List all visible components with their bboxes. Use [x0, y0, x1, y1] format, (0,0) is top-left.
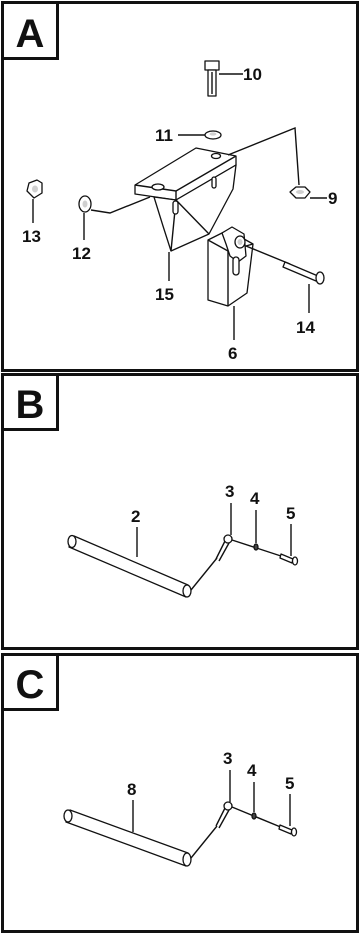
callout-3-b: 3: [225, 482, 234, 501]
clip-3-c: [215, 801, 233, 829]
washer-4-c: [251, 812, 257, 820]
panel-c-letter: C: [16, 663, 45, 707]
callout-15: 15: [155, 285, 174, 304]
bolt-10: [204, 60, 220, 97]
washer-11: [204, 130, 222, 140]
callout-5-b: 5: [286, 504, 295, 523]
washer-4-b: [253, 543, 259, 551]
leader-9-assembly: [227, 126, 300, 186]
washer-12: [78, 195, 92, 213]
pin-14: [245, 245, 325, 285]
assembly-axis-c: [231, 806, 284, 829]
panel-a-label-box: A: [1, 1, 59, 60]
assembly-line-c: [190, 825, 218, 859]
callout-6: 6: [228, 344, 237, 363]
callout-10: 10: [243, 65, 262, 84]
callout-9: 9: [328, 189, 337, 208]
panel-a-letter: A: [16, 12, 45, 56]
panel-a: A 10 11: [1, 1, 359, 372]
block-6: [207, 226, 254, 307]
nut-13: [26, 179, 43, 199]
callout-4-b: 4: [250, 489, 260, 508]
callout-8: 8: [127, 780, 136, 799]
callout-3-c: 3: [223, 749, 232, 768]
pin-5-b: [279, 553, 299, 566]
panel-b: B 2 3 4 5: [1, 373, 359, 650]
callout-13: 13: [22, 227, 41, 246]
panel-c-label-box: C: [1, 653, 59, 711]
panel-c-frame: [1, 653, 359, 933]
panel-b-frame: [1, 373, 359, 650]
bracket-15: [134, 147, 237, 252]
callout-4-c: 4: [247, 761, 257, 780]
panel-c: C 8 3 4 5: [1, 653, 359, 933]
callout-11: 11: [155, 126, 173, 145]
panel-b-label-box: B: [1, 373, 59, 431]
panel-b-letter: B: [16, 383, 45, 427]
pin-5-c: [278, 824, 298, 837]
callout-14: 14: [296, 318, 315, 337]
callout-2: 2: [131, 507, 140, 526]
callout-5-c: 5: [285, 774, 294, 793]
rod-8: [63, 809, 192, 867]
assembly-line-b: [190, 557, 218, 591]
leader-12-assembly: [90, 196, 151, 214]
clip-3-b: [215, 534, 233, 562]
callout-12: 12: [72, 244, 91, 263]
rod-2: [67, 534, 192, 598]
nut-9: [289, 186, 311, 199]
